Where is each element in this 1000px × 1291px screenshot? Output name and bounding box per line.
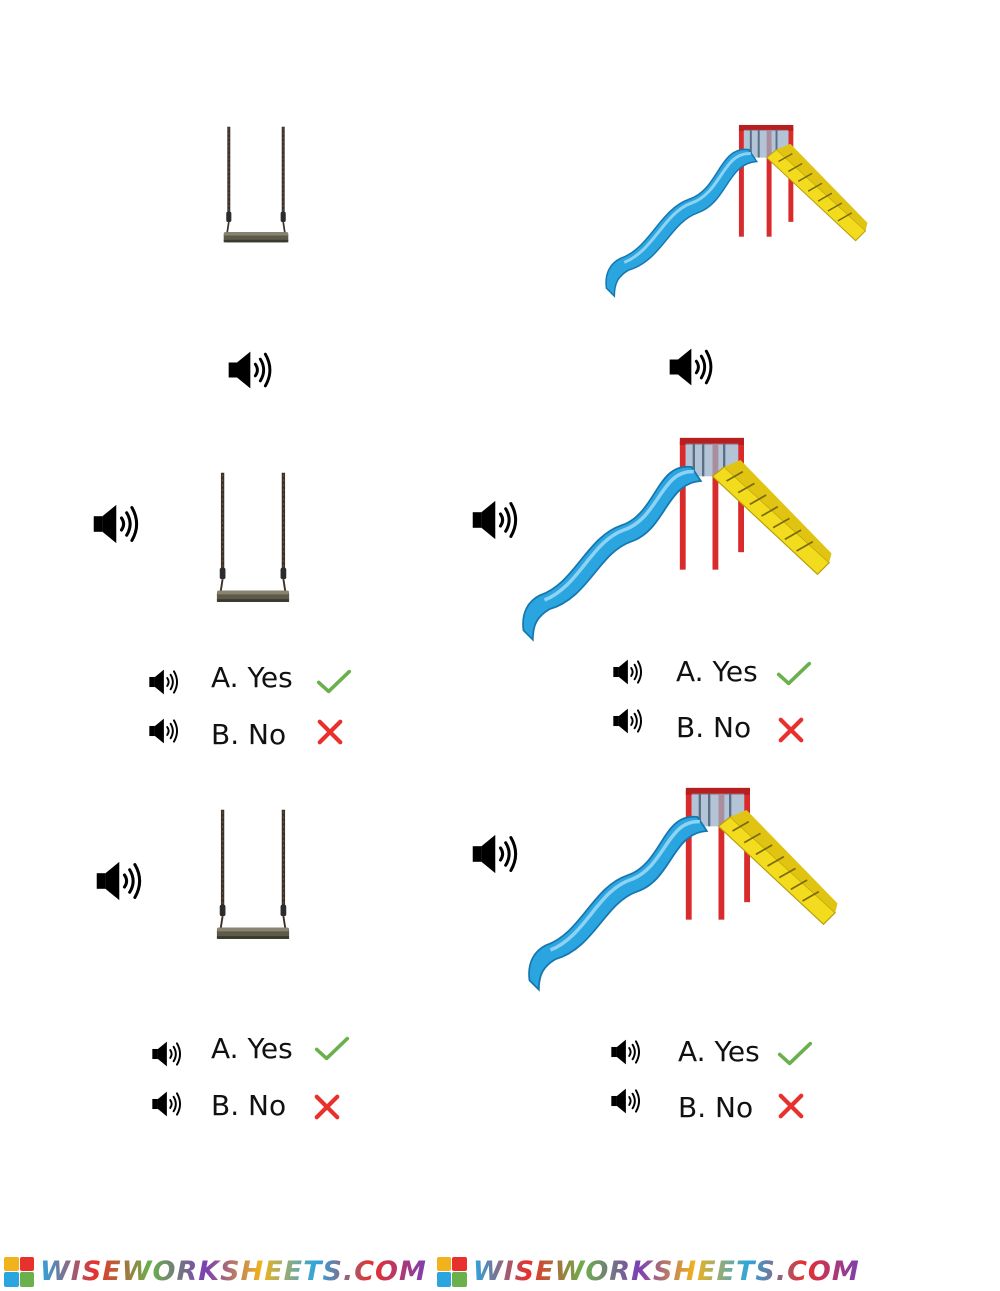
check-icon[interactable]: [316, 668, 352, 695]
option-yes[interactable]: A. Yes: [211, 661, 293, 694]
speaker-icon[interactable]: [610, 1038, 644, 1066]
check-icon[interactable]: [776, 660, 812, 687]
swing-image: [215, 463, 291, 625]
speaker-icon[interactable]: [148, 717, 182, 745]
option-yes[interactable]: A. Yes: [211, 1032, 293, 1065]
option-no[interactable]: B. No: [211, 718, 287, 751]
cross-icon[interactable]: [777, 716, 805, 744]
brand: WISEWORKSHEETS.COM: [436, 1255, 860, 1289]
option-yes[interactable]: A. Yes: [676, 655, 758, 688]
slide-image: [522, 782, 838, 992]
speaker-icon[interactable]: [471, 832, 523, 876]
check-icon[interactable]: [314, 1035, 350, 1062]
option-no[interactable]: B. No: [211, 1089, 287, 1122]
speaker-icon[interactable]: [151, 1090, 185, 1118]
brand-text: WISEWORKSHEETS.COM: [472, 1256, 860, 1287]
swing-image: [222, 118, 290, 263]
speaker-icon[interactable]: [610, 1087, 644, 1115]
check-icon[interactable]: [777, 1040, 813, 1067]
speaker-icon[interactable]: [92, 502, 144, 546]
option-yes[interactable]: A. Yes: [678, 1035, 760, 1068]
brand-logo-icon: [4, 1256, 34, 1287]
brand-logo-icon: [436, 1256, 467, 1287]
speaker-icon[interactable]: [612, 658, 646, 686]
slide-image: [516, 432, 832, 642]
option-no[interactable]: B. No: [678, 1091, 754, 1124]
speaker-icon[interactable]: [151, 1040, 185, 1068]
speaker-icon[interactable]: [612, 707, 646, 735]
option-no[interactable]: B. No: [676, 711, 752, 744]
cross-icon[interactable]: [777, 1092, 805, 1120]
speaker-icon[interactable]: [227, 349, 277, 391]
cross-icon[interactable]: [316, 718, 344, 746]
speaker-icon[interactable]: [95, 859, 147, 903]
cross-icon[interactable]: [313, 1093, 341, 1121]
swing-image: [215, 800, 291, 962]
brand-text: WISEWORKSHEETS.COM: [40, 1256, 427, 1287]
brand: WISEWORKSHEETS.COM: [4, 1255, 427, 1289]
slide-image: [600, 120, 868, 298]
speaker-icon[interactable]: [668, 346, 718, 388]
footer-watermark: WISEWORKSHEETS.COM WISEWORKSHEETS.COM: [0, 1252, 1000, 1291]
speaker-icon[interactable]: [148, 668, 182, 696]
